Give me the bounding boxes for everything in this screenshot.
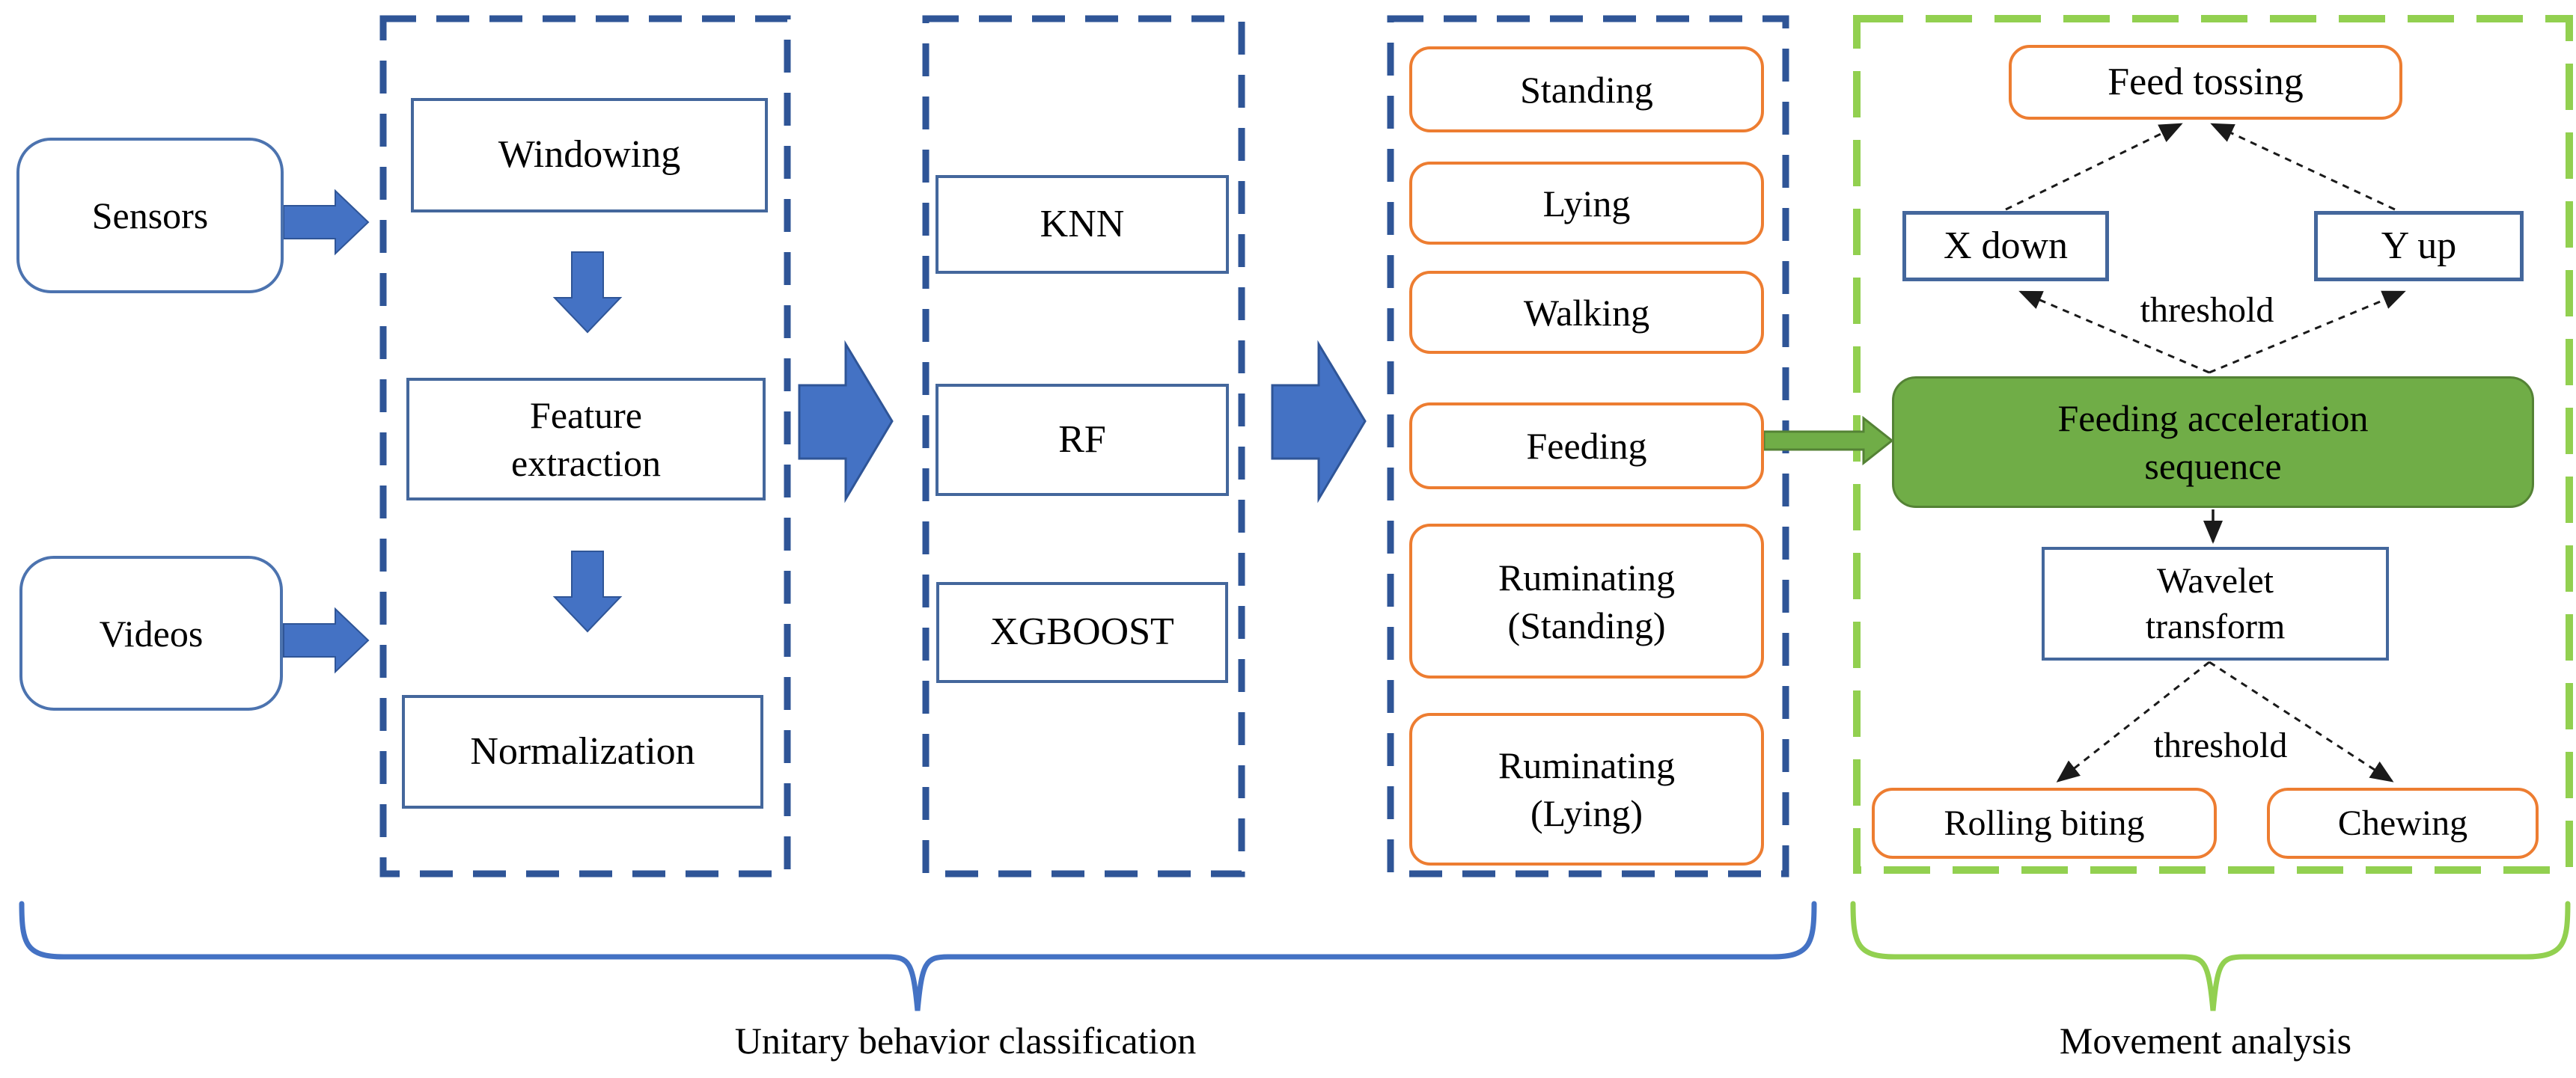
x-down-node: X down — [1902, 211, 2109, 281]
knn-node: KNN — [936, 175, 1229, 274]
classifier-to-behavior-arrow — [1271, 340, 1367, 503]
normalization-node: Normalization — [402, 695, 763, 809]
wavelet-to-chewing-connector — [2209, 661, 2394, 783]
sequence-to-yup-connector — [2209, 290, 2406, 374]
windowing-to-feature-arrow — [552, 251, 623, 334]
classifier-dashed-box — [922, 15, 1245, 878]
sequence-to-xdown-connector — [2018, 290, 2210, 374]
movement-analysis-caption: Movement analysis — [2059, 1020, 2352, 1062]
feeding-node: Feeding — [1409, 402, 1764, 489]
wavelet-to-rollingbiting-connector — [2056, 661, 2210, 783]
rf-node: RF — [936, 384, 1229, 496]
threshold-lower-label: threshold — [2153, 726, 2288, 766]
preprocess-to-classifier-arrow — [798, 340, 894, 503]
ruminating-standing-node: Ruminating (Standing) — [1409, 524, 1764, 679]
movement-brace — [1850, 901, 2571, 1011]
windowing-node: Windowing — [411, 98, 768, 212]
sensors-node: Sensors — [16, 138, 284, 293]
y-up-node: Y up — [2314, 211, 2524, 281]
sensors-arrow — [283, 189, 370, 256]
unitary-brace — [19, 901, 1817, 1011]
chewing-node: Chewing — [2267, 788, 2539, 859]
feed-tossing-node: Feed tossing — [2009, 45, 2402, 120]
ruminating-lying-node: Ruminating (Lying) — [1409, 713, 1764, 866]
xgboost-node: XGBOOST — [936, 582, 1228, 683]
feeding-acceleration-sequence-node: Feeding acceleration sequence — [1892, 376, 2534, 508]
preprocessing-dashed-box — [379, 15, 791, 878]
feeding-to-sequence-arrow — [1762, 415, 1894, 466]
rolling-biting-node: Rolling biting — [1872, 788, 2217, 859]
feature-extraction-node: Feature extraction — [406, 378, 766, 500]
lying-node: Lying — [1409, 162, 1764, 245]
videos-node: Videos — [19, 556, 283, 711]
unitary-behavior-classification-caption: Unitary behavior classification — [734, 1020, 1197, 1062]
wavelet-transform-node: Wavelet transform — [2042, 547, 2389, 661]
yup-to-feedtossing-connector — [2210, 123, 2396, 211]
videos-arrow — [283, 607, 370, 674]
walking-node: Walking — [1409, 271, 1764, 354]
threshold-upper-label: threshold — [2140, 290, 2274, 331]
xdown-to-feedtossing-connector — [2005, 123, 2183, 211]
standing-node: Standing — [1409, 46, 1764, 132]
feature-to-normalization-arrow — [552, 551, 623, 633]
